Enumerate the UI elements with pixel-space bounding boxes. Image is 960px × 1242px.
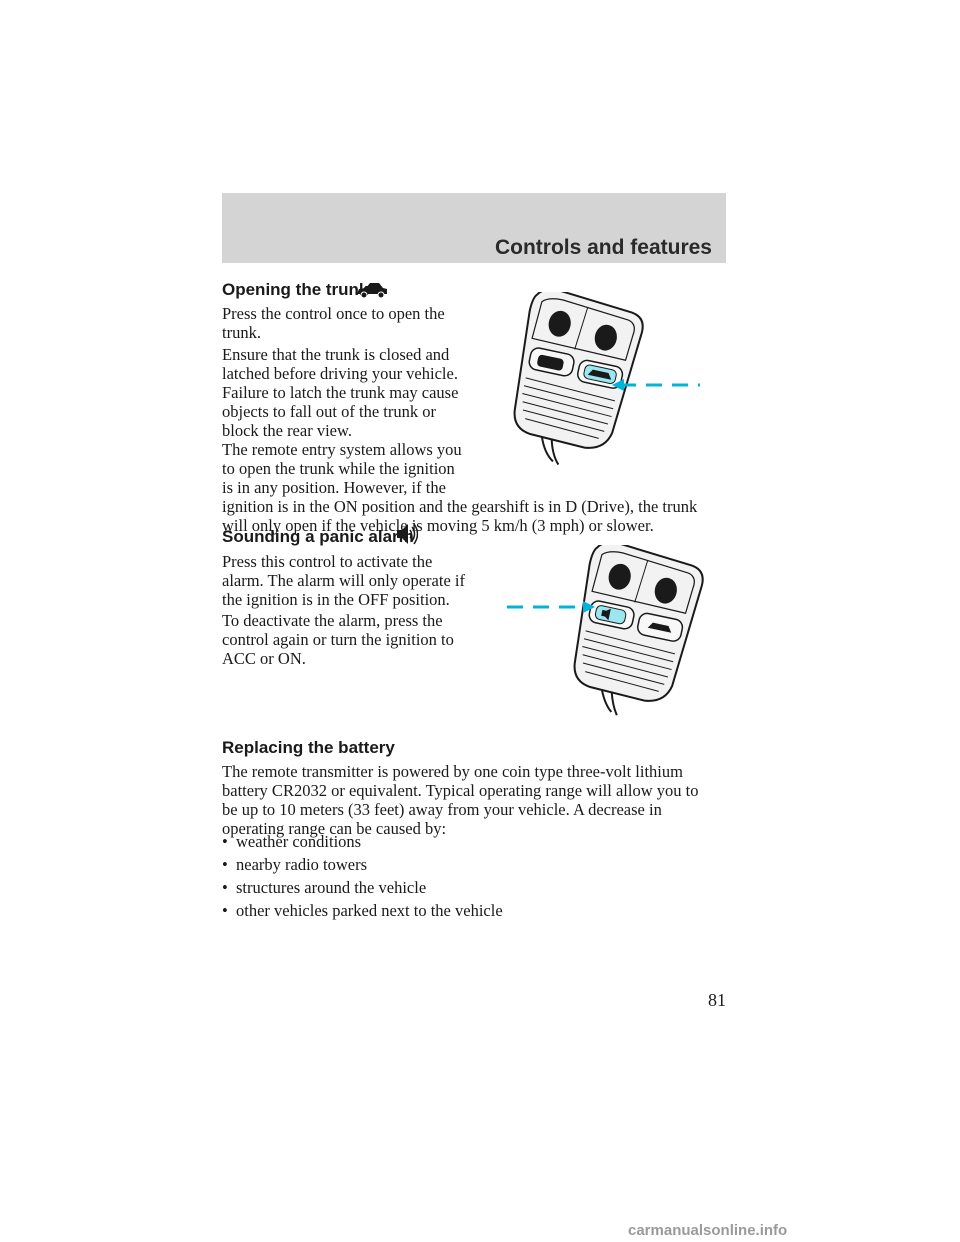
list-item-text: nearby radio towers: [236, 855, 368, 874]
battery-paragraph-1: The remote transmitter is powered by one…: [222, 762, 742, 838]
range-factors-list: • weather conditions • nearby radio towers…: [222, 832, 742, 924]
key-fob-trunk-illustration: [513, 292, 700, 466]
car-trunk-icon: [357, 283, 387, 299]
list-item: • weather conditions: [222, 832, 742, 851]
text-line: latched before driving your vehicle.: [222, 364, 458, 383]
text-line: Ensure that the trunk is closed and: [222, 345, 450, 364]
text-line: battery CR2032 or equivalent. Typical op…: [222, 781, 699, 800]
trunk-paragraph-3: The remote entry system allows you to op…: [222, 440, 742, 535]
key-fob-panic-illustration: [507, 545, 704, 716]
battery-heading: Replacing the battery: [222, 738, 395, 757]
bullet-icon: •: [222, 901, 228, 920]
trunk-section: Opening the trunk: [222, 280, 368, 300]
text-line: be up to 10 meters (33 feet) away from y…: [222, 800, 662, 819]
text-line: Press the control once to open the: [222, 304, 445, 323]
text-line: to open the trunk while the ignition: [222, 459, 455, 478]
section-header-band: Controls and features: [222, 193, 726, 263]
trunk-paragraph-2: Ensure that the trunk is closed and latc…: [222, 345, 522, 440]
section-title: Controls and features: [494, 236, 712, 259]
text-line: trunk.: [222, 323, 261, 342]
text-line: will only open if the vehicle is moving …: [222, 516, 654, 535]
text-line: ignition is in the ON position and the g…: [222, 497, 698, 516]
panic-heading: Sounding a panic alarm: [222, 527, 414, 546]
panic-paragraph-1: Press this control to activate the alarm…: [222, 552, 522, 609]
trunk-paragraph-1: Press the control once to open the trunk…: [222, 304, 522, 342]
bullet-icon: •: [222, 832, 228, 851]
list-item: • other vehicles parked next to the vehic…: [222, 901, 742, 920]
text-line: the ignition is in the OFF position.: [222, 590, 450, 609]
text-line: ACC or ON.: [222, 649, 306, 668]
text-line: block the rear view.: [222, 421, 352, 440]
bullet-icon: •: [222, 878, 228, 897]
list-item: • structures around the vehicle: [222, 878, 742, 897]
text-line: The remote entry system allows you: [222, 440, 462, 459]
watermark: carmanualsonline.info: [628, 1222, 788, 1239]
text-line: control again or turn the ignition to: [222, 630, 454, 649]
text-line: Failure to latch the trunk may cause: [222, 383, 459, 402]
text-line: The remote transmitter is powered by one…: [222, 762, 683, 781]
list-item-text: other vehicles parked next to the vehicl…: [236, 901, 503, 920]
text-line: operating range can be caused by:: [222, 819, 447, 838]
panic-section: Sounding a panic alarm: [222, 527, 414, 547]
trunk-heading: Opening the trunk: [222, 280, 369, 299]
text-line: alarm. The alarm will only operate if: [222, 571, 465, 590]
speaker-alarm-icon: [397, 523, 418, 545]
text-line: To deactivate the alarm, press the: [222, 611, 443, 630]
bullet-icon: •: [222, 855, 228, 874]
battery-section: Replacing the battery: [222, 738, 395, 758]
list-item: • nearby radio towers: [222, 855, 742, 874]
panic-paragraph-2: To deactivate the alarm, press the contr…: [222, 611, 522, 668]
text-line: objects to fall out of the trunk or: [222, 402, 436, 421]
text-line: is in any position. However, if the: [222, 478, 446, 497]
list-item-text: weather conditions: [236, 832, 362, 851]
list-item-text: structures around the vehicle: [236, 878, 427, 897]
text-line: Press this control to activate the: [222, 552, 433, 571]
page-number: 81: [708, 990, 726, 1010]
